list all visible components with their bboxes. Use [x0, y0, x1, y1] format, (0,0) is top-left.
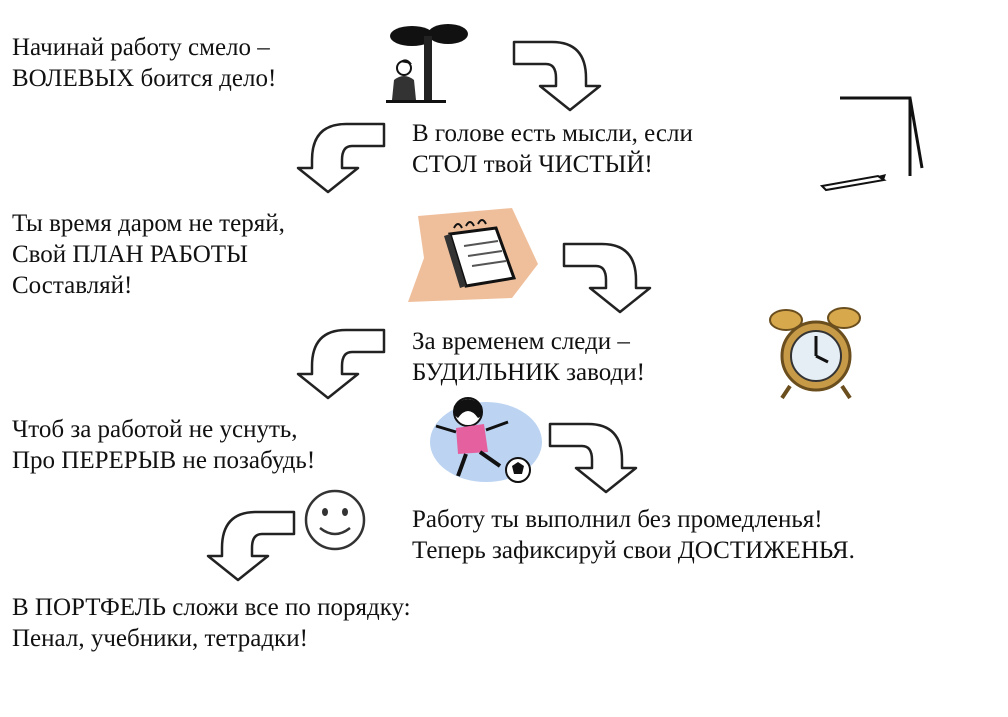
step-7-text: В ПОРТФЕЛЬ сложи все по порядку: Пенал, … — [12, 592, 411, 654]
step-5-text: Чтоб за работой не уснуть, Про ПЕРЕРЫВ н… — [12, 414, 315, 476]
step-5-line-2: Про ПЕРЕРЫВ не позабудь! — [12, 447, 316, 474]
step-2-line-2: СТОЛ твой ЧИСТЫЙ! — [412, 151, 653, 178]
arrow-right-down-icon — [548, 422, 638, 494]
arrow-left-down-icon — [296, 122, 386, 194]
step-7-line-1: В ПОРТФЕЛЬ сложи все по порядку: — [12, 594, 411, 621]
step-3-line-3: Составляй! — [12, 272, 133, 299]
step-1-text: Начинай работу смело – ВОЛЕВЫХ боится де… — [12, 32, 276, 94]
step-4-text: За временем следи – БУДИЛЬНИК заводи! — [412, 326, 645, 388]
smiley-face-icon — [304, 489, 366, 551]
alarm-clock-icon — [769, 307, 861, 400]
step-6-line-1: Работу ты выполнил без промедленья! — [412, 506, 823, 533]
notepad-icon — [408, 208, 538, 302]
step-7-line-2: Пенал, учебники, тетрадки! — [12, 625, 308, 652]
step-2-text: В голове есть мысли, если СТОЛ твой ЧИСТ… — [412, 118, 693, 180]
arrow-left-down-icon — [206, 510, 296, 582]
step-1-line-2: ВОЛЕВЫХ боится дело! — [12, 65, 277, 92]
arrow-right-down-icon — [512, 40, 602, 112]
arrow-left-down-icon — [296, 328, 386, 400]
step-5-line-1: Чтоб за работой не уснуть, — [12, 416, 298, 443]
step-3-line-2: Свой ПЛАН РАБОТЫ — [12, 241, 248, 268]
desk-with-pen-icon — [819, 96, 924, 192]
step-6-line-2: Теперь зафиксируй свои ДОСТИЖЕНЬЯ. — [412, 537, 855, 564]
step-4-line-1: За временем следи – — [412, 328, 630, 355]
person-under-tree-icon — [386, 24, 468, 103]
step-3-line-1: Ты время даром не теряй, — [12, 210, 285, 237]
step-2-line-1: В голове есть мысли, если — [412, 120, 693, 147]
step-3-text: Ты время даром не теряй, Свой ПЛАН РАБОТ… — [12, 208, 285, 301]
step-1-line-1: Начинай работу смело – — [12, 34, 270, 61]
arrow-right-down-icon — [562, 242, 652, 314]
step-6-text: Работу ты выполнил без промедленья! Тепе… — [412, 504, 855, 566]
girl-with-ball-icon — [430, 397, 542, 483]
step-4-line-2: БУДИЛЬНИК заводи! — [412, 359, 645, 386]
